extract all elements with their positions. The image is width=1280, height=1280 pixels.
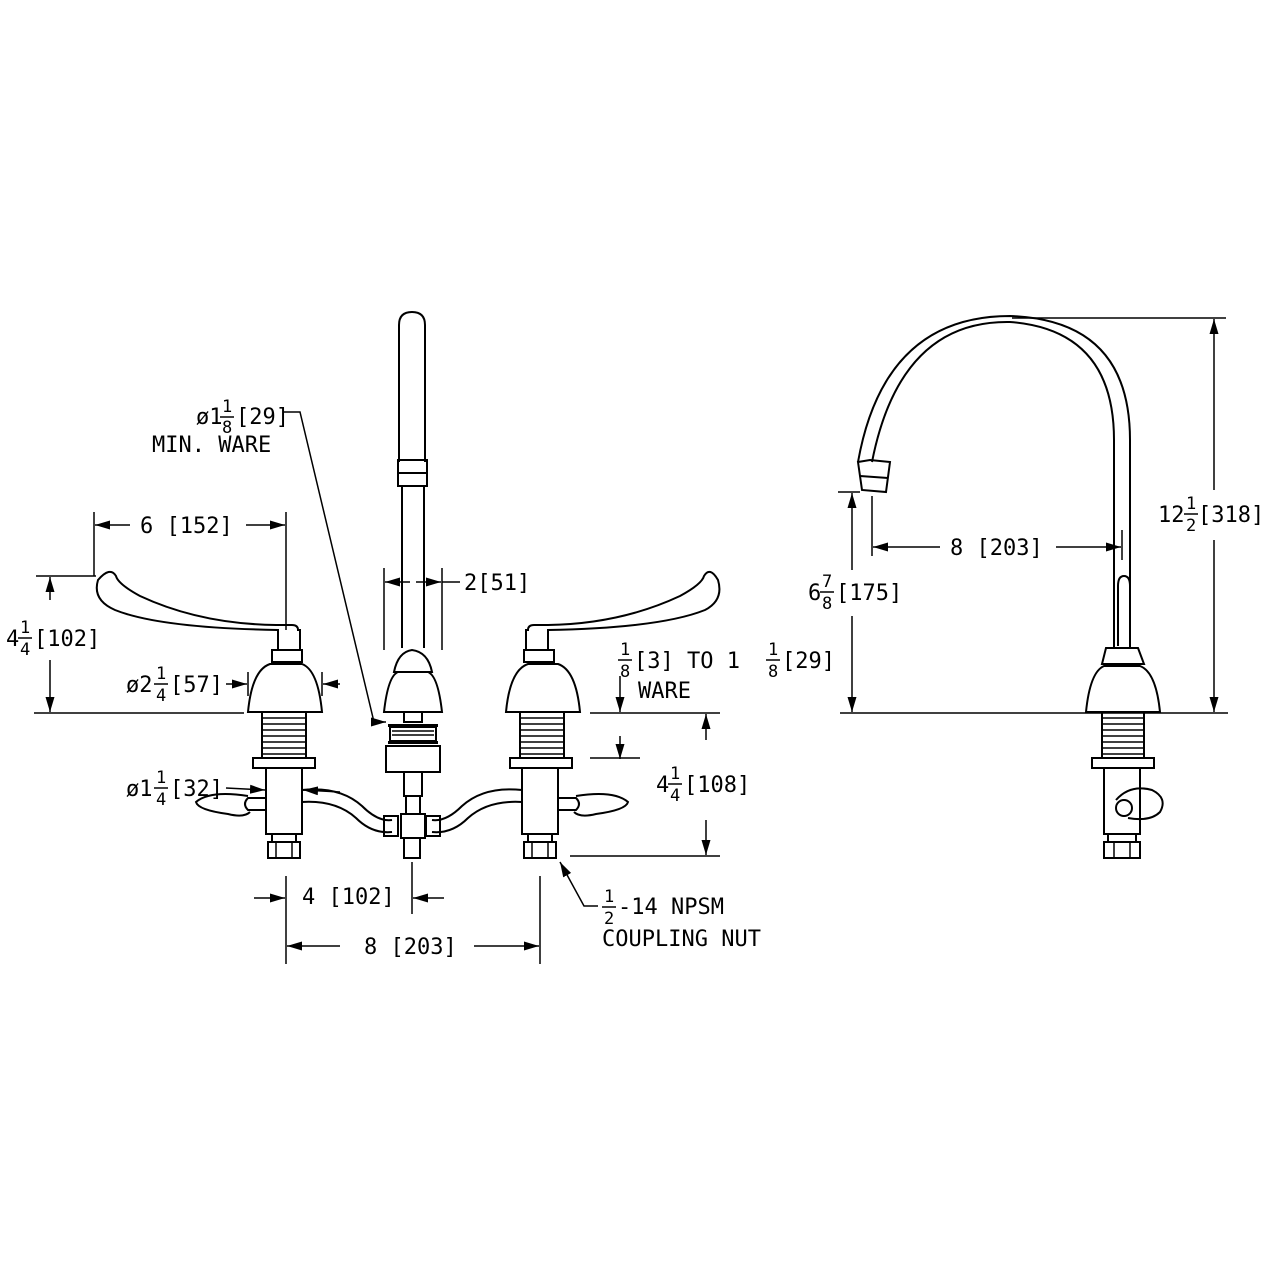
left-escutcheon — [194, 663, 324, 859]
right-escutcheon — [504, 663, 630, 859]
coupling-nut-thread: -14 NPSM — [618, 895, 724, 920]
inlet-dia-prefix: ø1 — [126, 777, 153, 802]
right-shank-threads — [520, 717, 564, 755]
overall-height-bracket: [318] — [1198, 503, 1264, 528]
spout-clearance-num: 7 — [822, 572, 832, 592]
inlet-dia-bracket: [32] — [170, 777, 223, 802]
ware-range-bracket: [29] — [782, 649, 835, 674]
center-spread-text: 8 [203] — [364, 935, 457, 960]
side-view-dimensions: 12 1 2 [318] 6 7 8 [175] 8 [203] — [808, 317, 1264, 712]
inlet-dia-num: 1 — [156, 768, 166, 788]
dim-spout-dia: 2[51] — [383, 568, 530, 650]
overall-height-whole: 12 — [1158, 503, 1185, 528]
handle-height-num: 1 — [20, 618, 30, 638]
side-escutcheon — [1084, 665, 1164, 859]
dim-handle-reach: 6 [152] — [93, 512, 287, 630]
dim-shank-length: 4 1 4 [108] — [570, 714, 750, 857]
handle-height-whole: 4 — [6, 627, 19, 652]
left-wrist-blade-handle — [95, 570, 303, 663]
spout-clearance-den: 8 — [822, 594, 832, 614]
overall-height-den: 2 — [1186, 516, 1196, 536]
spout — [397, 310, 428, 648]
dim-center-offset: 4 [102] — [254, 862, 444, 964]
dim-handle-height: 4 1 4 [102] — [6, 575, 100, 712]
min-ware-label: MIN. WARE — [152, 433, 271, 458]
front-view — [34, 310, 721, 859]
shank-length-whole: 4 — [656, 773, 669, 798]
handle-height-bracket: [102] — [34, 627, 100, 652]
coupling-nut-num: 1 — [604, 887, 614, 907]
side-handle — [1100, 574, 1146, 665]
ware-range-den2: 8 — [768, 662, 778, 682]
dim-overall-height: 12 1 2 [318] — [1012, 317, 1264, 712]
escutcheon-dia-den: 4 — [156, 686, 166, 706]
gooseneck-spout — [856, 314, 1131, 648]
spout-reach-text: 8 [203] — [950, 536, 1043, 561]
spout-dia-text: 2[51] — [464, 571, 530, 596]
dim-escutcheon-dia: ø2 1 4 [57] — [126, 664, 340, 706]
inlet-dia-den: 4 — [156, 790, 166, 810]
spout-clearance-whole: 6 — [808, 581, 821, 606]
ware-range-label: WARE — [638, 679, 691, 704]
supply-hoses — [301, 788, 523, 837]
dim-coupling-nut: 1 2 -14 NPSM COUPLING NUT — [559, 861, 761, 952]
coupling-nut-den: 2 — [604, 909, 614, 929]
side-view — [840, 314, 1228, 859]
right-wrist-blade-handle — [523, 570, 721, 663]
spout-clearance-bracket: [175] — [836, 581, 902, 606]
shank-length-num: 1 — [670, 764, 680, 784]
min-ware-dia-prefix: ø1 — [196, 405, 223, 430]
ware-range-den1: 8 — [620, 662, 630, 682]
front-view-dimensions: ø1 1 8 [29] MIN. WARE 6 [152] 4 1 4 [102… — [6, 397, 835, 964]
dim-ware-range: 1 8 [3] TO 1 1 8 [29] WARE — [590, 640, 835, 759]
shank-length-den: 4 — [670, 786, 680, 806]
ware-range-num1: 1 — [620, 640, 630, 660]
escutcheon-dia-num: 1 — [156, 664, 166, 684]
min-ware-dia-den: 8 — [222, 418, 232, 438]
overall-height-num: 1 — [1186, 494, 1196, 514]
dim-center-spread: 8 [203] — [287, 876, 541, 964]
dim-spout-clearance: 6 7 8 [175] — [808, 491, 902, 712]
shank-length-bracket: [108] — [684, 773, 750, 798]
dim-spout-reach: 8 [203] — [871, 496, 1123, 561]
dim-min-ware-dia: ø1 1 8 [29] MIN. WARE — [152, 397, 386, 727]
min-ware-dia-num: 1 — [222, 397, 232, 417]
escutcheon-dia-bracket: [57] — [170, 673, 223, 698]
center-escutcheon — [382, 648, 444, 859]
ware-range-mid: [3] TO 1 — [634, 649, 740, 674]
center-offset-text: 4 [102] — [302, 885, 395, 910]
handle-height-den: 4 — [20, 640, 30, 660]
dim-inlet-dia: ø1 1 4 [32] — [126, 768, 341, 810]
min-ware-dia-bracket: [29] — [236, 405, 289, 430]
escutcheon-dia-prefix: ø2 — [126, 673, 153, 698]
coupling-nut-label: COUPLING NUT — [602, 927, 761, 952]
ware-range-num2: 1 — [768, 640, 778, 660]
handle-reach-text: 6 [152] — [140, 514, 233, 539]
left-shank-threads — [262, 717, 306, 755]
